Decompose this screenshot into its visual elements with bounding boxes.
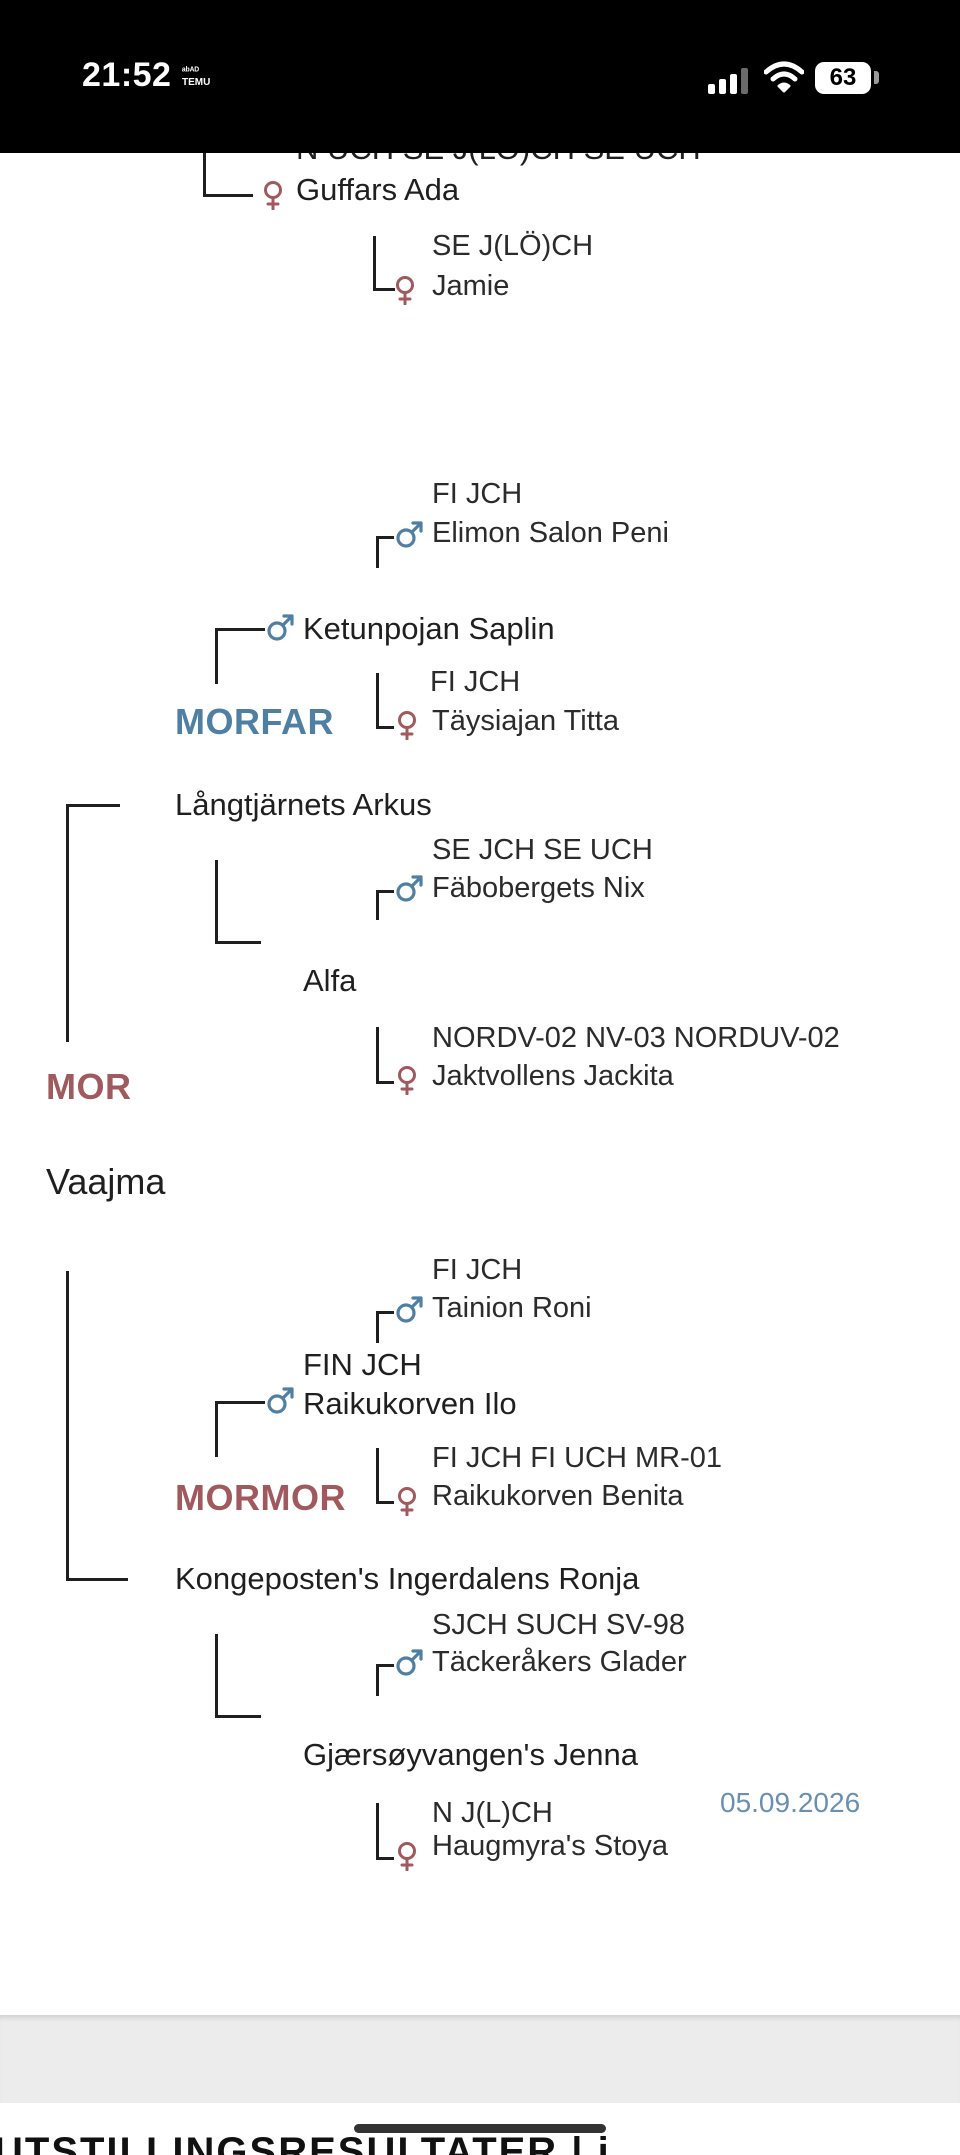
connector-line [215,628,265,684]
dog-name-link[interactable]: Tainion Roni [432,1292,592,1324]
connector-line [376,1803,394,1860]
dog-title: SJCH SUCH SV-98 [432,1609,686,1641]
connector-line [66,804,120,1042]
dog-name-link[interactable]: Fäbobergets Nix [432,872,645,904]
status-bar: 21:52 ᵃᵇᴬᴰ TEMU 63 [0,0,960,153]
dam-name[interactable]: Vaajma [46,1161,166,1202]
dog-name-link[interactable]: Jaktvollens Jackita [432,1060,674,1092]
dog-title: FI JCH FI UCH MR-01 [432,1442,722,1474]
dog-name-link[interactable]: Jamie [432,270,510,302]
dog-title: FIN JCH [303,1347,422,1382]
male-symbol-icon [396,521,423,548]
connector-line [203,153,253,197]
connector-line [215,1634,261,1718]
female-symbol-icon [398,1487,416,1516]
dog-name-link[interactable]: Långtjärnets Arkus [175,787,432,822]
battery-cap [874,71,879,84]
pedigree-tree: N UCH SE J(LÖ)CH SE UCH Guffars Ada SE J… [0,153,960,2015]
dog-name-link[interactable]: Gjærsøyvangen's Jenna [303,1737,639,1772]
dog-title: N J(L)CH [432,1797,553,1829]
dog-name-link[interactable]: Elimon Salon Peni [432,517,669,549]
connector-line [373,236,395,291]
role-label-mormor: MORMOR [175,1477,346,1518]
dog-name-link[interactable]: Täckeråkers Glader [432,1646,687,1678]
male-symbol-icon [267,1387,294,1414]
female-symbol-icon [267,1747,297,1777]
female-symbol-icon [398,711,416,740]
connector-line [376,536,394,568]
dog-name-link[interactable]: Ketunpojan Saplin [303,611,555,646]
male-symbol-icon [396,1649,423,1676]
female-symbol-icon [264,181,282,210]
female-symbol-icon [398,1066,416,1095]
dog-name-link[interactable]: Alfa [303,963,357,998]
home-indicator[interactable] [354,2124,606,2133]
connector-line [376,1027,394,1084]
connector-line [376,890,394,920]
dog-name-link[interactable]: Haugmyra's Stoya [432,1830,669,1862]
connector-line [376,1448,394,1504]
male-symbol-icon [396,875,423,902]
dog-title: FI JCH [430,666,521,698]
dog-name-link[interactable]: Täysiajan Titta [432,705,619,737]
dog-title: FI JCH [432,1254,523,1286]
wifi-icon [764,61,804,93]
male-symbol-icon [267,614,294,641]
connector-line [376,673,394,729]
section-divider [0,2015,960,2103]
connector-line [66,1271,128,1581]
dog-title: SE JCH SE UCH [432,834,653,866]
dog-title: N UCH SE J(LÖ)CH SE UCH [296,153,701,167]
status-time: 21:52 [82,56,172,94]
connector-line [215,1401,265,1457]
role-label-morfar: MORFAR [175,701,334,742]
female-symbol-icon [396,276,414,305]
section-heading: UTSTILLINGSRESULTATER | i [0,2130,611,2155]
dog-name-link[interactable]: Guffars Ada [296,172,460,207]
carrier-label: ᵃᵇᴬᴰ TEMU [182,66,211,88]
dog-name-link[interactable]: Raikukorven Benita [432,1480,684,1512]
pedigree-date: 05.09.2026 [720,1787,861,1818]
dog-title: FI JCH [432,478,523,510]
dog-name-link[interactable]: Raikukorven Ilo [303,1386,517,1421]
connector-line [376,1664,394,1696]
dog-title: NORDV-02 NV-03 NORDUV-02 [432,1022,840,1054]
male-symbol-icon [396,1296,423,1323]
role-label-mor: MOR [46,1066,132,1107]
dog-name-link[interactable]: Kongeposten's Ingerdalens Ronja [175,1561,640,1596]
connector-line [215,860,261,944]
female-symbol-icon [267,973,297,1003]
battery-icon: 63 [815,62,871,94]
connector-line [376,1311,394,1343]
female-symbol-icon [398,1842,416,1871]
cellular-signal-icon [708,68,752,94]
dog-title: SE J(LÖ)CH [432,230,594,262]
